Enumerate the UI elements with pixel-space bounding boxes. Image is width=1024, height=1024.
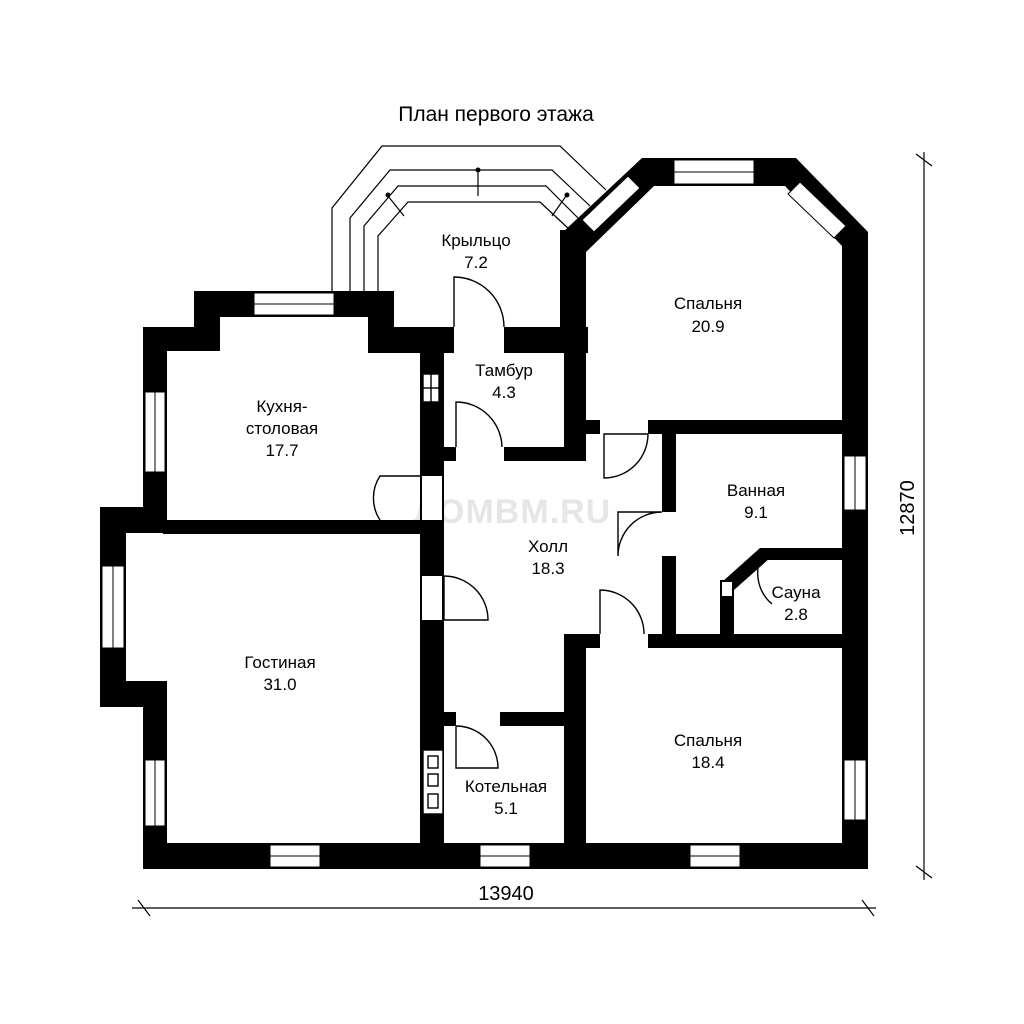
room-area-vestibule: 4.3: [492, 383, 516, 402]
doors: [372, 276, 773, 769]
watermark: ДОМВМ.RU: [413, 493, 611, 531]
room-area-kitchen: 17.7: [265, 441, 298, 460]
room-name-vestibule: Тамбур: [475, 361, 533, 380]
plan-title: План первого этажа: [398, 103, 594, 126]
room-name-kitchen-1: Кухня-: [256, 397, 307, 416]
room-name-boiler-room: Котельная: [465, 777, 547, 796]
room-area-bedroom-1: 20.9: [691, 317, 724, 336]
room-name-kitchen-2: столовая: [246, 419, 318, 438]
room-area-porch: 7.2: [464, 253, 488, 272]
room-name-bathroom: Ванная: [727, 481, 785, 500]
room-area-living-room: 31.0: [263, 675, 296, 694]
vent-shafts: [422, 373, 444, 815]
room-name-hall: Холл: [528, 537, 568, 556]
room-name-porch: Крыльцо: [441, 231, 510, 250]
room-area-boiler-room: 5.1: [494, 799, 518, 818]
dimension-lines: [132, 152, 933, 917]
room-area-bathroom: 9.1: [744, 503, 768, 522]
room-name-bedroom-1: Спальня: [674, 294, 742, 313]
windows: [101, 159, 867, 868]
height-dimension: 12870: [897, 480, 919, 536]
room-name-bedroom-2: Спальня: [674, 731, 742, 750]
room-area-bedroom-2: 18.4: [691, 753, 724, 772]
room-area-sauna: 2.8: [784, 605, 808, 624]
room-labels: Крыльцо 7.2 Спальня 20.9 Тамбур 4.3 Кухн…: [244, 231, 821, 818]
step-arrows: [385, 167, 570, 198]
room-area-hall: 18.3: [531, 559, 564, 578]
porch-steps: [331, 145, 607, 292]
width-dimension: 13940: [478, 883, 534, 905]
room-name-sauna: Сауна: [771, 583, 821, 602]
room-name-living-room: Гостиная: [244, 653, 315, 672]
